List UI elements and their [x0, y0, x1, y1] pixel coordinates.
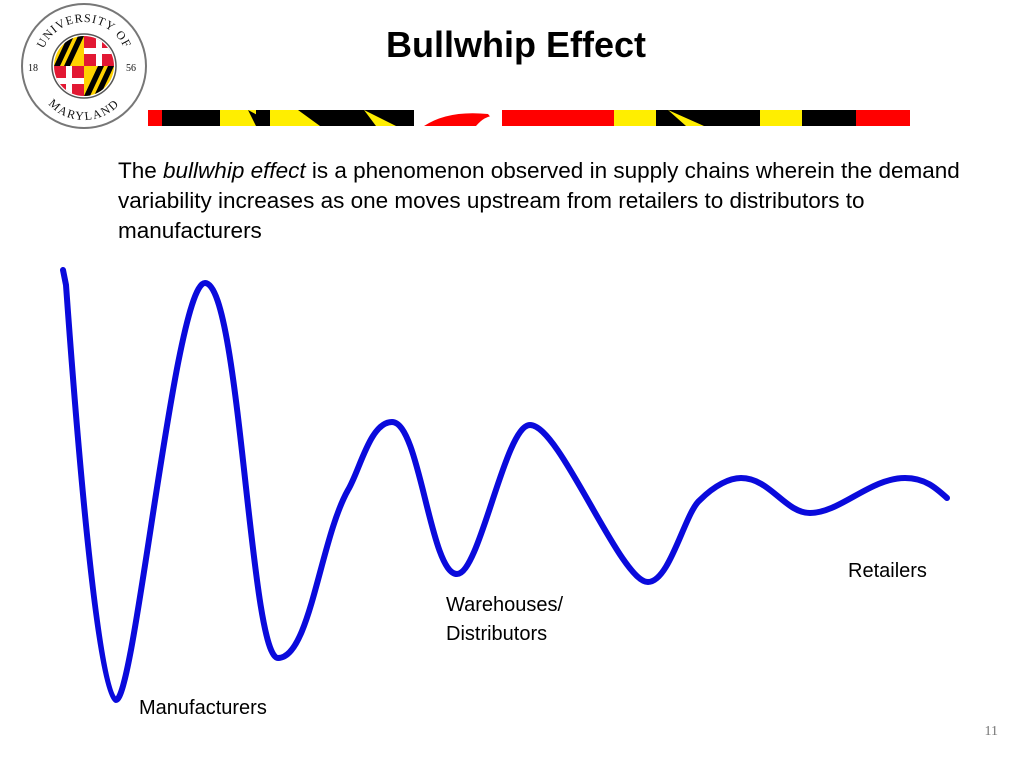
- intro-text-before: The: [118, 158, 164, 183]
- page-title: Bullwhip Effect: [386, 24, 646, 65]
- page-number: 11: [984, 724, 998, 739]
- svg-text:56: 56: [126, 63, 136, 74]
- label-retailers: Retailers: [848, 560, 927, 582]
- bullwhip-curve-path: [60, 267, 950, 703]
- intro-emphasis: bullwhip effect: [163, 158, 306, 183]
- label-warehouses-line2: Distributors: [446, 623, 548, 645]
- label-manufacturers: Manufacturers: [139, 697, 267, 719]
- university-seal-icon: UNIVERSITY OF MARYLAND 18 56: [21, 3, 147, 129]
- intro-paragraph: The bullwhip effect is a phenomenon obse…: [118, 156, 998, 246]
- svg-text:18: 18: [28, 63, 38, 74]
- maryland-flag-banner: [148, 108, 910, 128]
- label-warehouses: Warehouses/ Distributors: [446, 591, 563, 649]
- label-warehouses-line1: Warehouses/: [446, 594, 564, 616]
- intro-text-after: is a phenomenon observed in supply chain…: [118, 158, 960, 243]
